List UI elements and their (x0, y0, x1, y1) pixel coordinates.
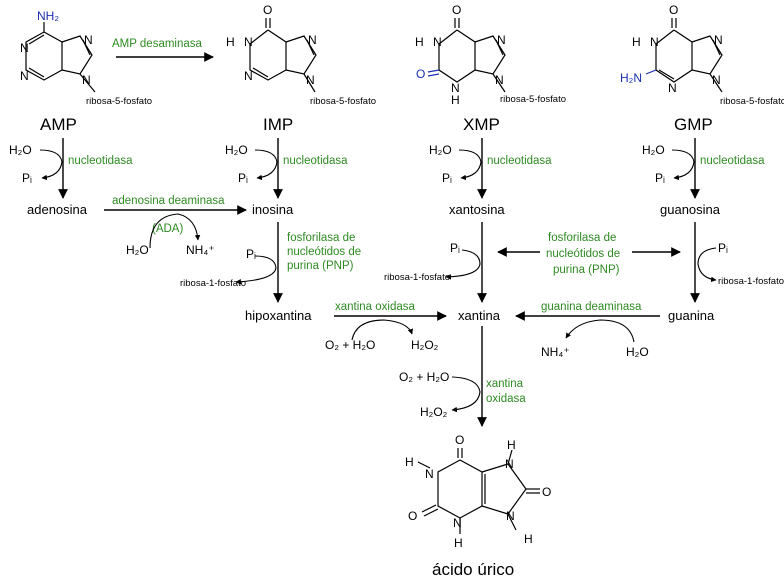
inosina-label: inosina (252, 202, 294, 217)
pi-label: Pᵢ (655, 171, 665, 185)
atom-h: H (451, 93, 460, 107)
enzyme-amp-desaminasa: AMP desaminasa (112, 38, 203, 50)
atom-o: O (669, 3, 678, 17)
gmp-label: GMP (674, 115, 713, 134)
atom-o: O (408, 509, 417, 523)
atom-h: H (405, 455, 414, 469)
atom-o-highlight: O (416, 67, 425, 81)
xmp-label: XMP (463, 115, 500, 134)
h2o2-label: H₂O₂ (411, 338, 439, 352)
atom-n: N (453, 516, 462, 530)
enzyme-pnp-line: fosforilasa de (548, 232, 616, 244)
atom-n: N (20, 69, 29, 83)
atom-o: O (455, 433, 464, 447)
atom-h: H (507, 438, 516, 452)
atom-o: O (452, 3, 461, 17)
enzyme-nucleotidasa: nucleotidasa (487, 155, 552, 167)
atom-n: N (714, 33, 723, 47)
h2o-label: H₂O (626, 345, 649, 359)
atom-n: N (306, 73, 315, 87)
enzyme-pnp-line: nucleótidos de (546, 248, 620, 260)
amp-structure: NH₂ N N N N ribosa-5-fosfato (20, 9, 152, 107)
ribose-5-phosphate-label: ribosa-5-fosfato (310, 96, 376, 107)
atom-n: N (451, 81, 460, 95)
acido-urico-label: ácido úrico (432, 560, 514, 579)
atom-h: H (632, 35, 641, 49)
enzyme-pnp-line: fosforilasa de (287, 232, 355, 244)
atom-n: N (497, 33, 506, 47)
enzyme-pnp-line: purina (PNP) (553, 264, 620, 276)
atom-n: N (425, 467, 434, 481)
amp-label: AMP (40, 115, 77, 134)
ribose-5-phosphate-label: ribosa-5-fosfato (86, 96, 152, 107)
atom-n: N (244, 35, 253, 49)
pi-label: Pᵢ (22, 171, 32, 185)
enzyme-xantina-oxidasa-line: oxidasa (486, 393, 526, 405)
acido-urico-structure: O H N O N H H N O N H (405, 433, 551, 550)
adenosina-label: adenosina (27, 202, 88, 217)
hipoxantina-label: hipoxantina (245, 308, 312, 323)
h2o2-label: H₂O₂ (420, 405, 448, 419)
atom-h: H (524, 532, 533, 546)
atom-n: N (668, 81, 677, 95)
pi-label: Pᵢ (442, 171, 452, 185)
enzyme-pnp-line: purina (PNP) (287, 260, 354, 272)
enzyme-xantina-oxidasa-line: xantina (486, 378, 524, 390)
h2o-label: H₂O (225, 143, 248, 157)
atom-h: H (415, 35, 424, 49)
ribose-1-phosphate-label: ribosa-1-fosfato (718, 276, 784, 287)
atom-n: N (495, 73, 504, 87)
amino-group-label: H₂N (620, 71, 642, 85)
xmp-structure: O H N O N H N N ribosa-5-fosfato (415, 3, 566, 107)
enzyme-ada: (ADA) (152, 223, 183, 235)
gmp-structure: O H N H₂N N N N ribosa-5-fosfato (620, 3, 784, 107)
enzyme-guanina-deaminasa: guanina deaminasa (541, 301, 642, 313)
h2o-label: H₂O (9, 143, 32, 157)
guanosina-label: guanosina (660, 202, 721, 217)
enzyme-pnp-line: nucleótidos de (287, 246, 361, 258)
ribose-1-phosphate-label: ribosa-1-fosfato (384, 272, 450, 283)
pi-label: Pᵢ (450, 241, 460, 255)
h2o-label: H₂O (126, 243, 149, 257)
imp-structure: O H N N N N ribosa-5-fosfato (226, 3, 376, 107)
enzyme-nucleotidasa: nucleotidasa (68, 155, 133, 167)
nh4-label: NH₄⁺ (186, 243, 215, 257)
h2o-label: H₂O (429, 143, 452, 157)
nh4-label: NH₄⁺ (541, 345, 570, 359)
imp-label: IMP (263, 115, 293, 134)
atom-h: H (454, 536, 463, 550)
atom-n: N (308, 33, 317, 47)
enzyme-adenosina-deaminasa: adenosina deaminasa (112, 195, 225, 207)
atom-n: N (82, 73, 91, 87)
ribose-1-phosphate-label: ribosa-1-fosfato (180, 278, 246, 289)
enzyme-nucleotidasa: nucleotidasa (700, 155, 765, 167)
atom-n: N (505, 457, 514, 471)
h2o-label: H₂O (642, 143, 665, 157)
pi-label: Pᵢ (246, 247, 256, 261)
atom-o: O (542, 485, 551, 499)
atom-n: N (712, 73, 721, 87)
ribose-5-phosphate-label: ribosa-5-fosfato (720, 96, 784, 107)
atom-n: N (84, 33, 93, 47)
o2-h2o-label: O₂ + H₂O (325, 338, 375, 352)
atom-n: N (244, 69, 253, 83)
ribose-5-phosphate-label: ribosa-5-fosfato (500, 94, 566, 105)
atom-n: N (433, 35, 442, 49)
enzyme-nucleotidasa: nucleotidasa (283, 155, 348, 167)
atom-h: H (226, 35, 235, 49)
enzyme-xantina-oxidasa: xantina oxidasa (335, 301, 416, 313)
amino-group-label: NH₂ (37, 9, 59, 23)
pi-label: Pᵢ (718, 241, 728, 255)
guanina-label: guanina (668, 308, 715, 323)
atom-n: N (650, 35, 659, 49)
xantosina-label: xantosina (449, 202, 505, 217)
o2-h2o-label: O₂ + H₂O (399, 370, 449, 384)
xantina-label: xantina (458, 308, 501, 323)
atom-n: N (20, 41, 29, 55)
atom-o: O (263, 3, 272, 17)
pi-label: Pᵢ (238, 171, 248, 185)
atom-n: N (506, 509, 515, 523)
